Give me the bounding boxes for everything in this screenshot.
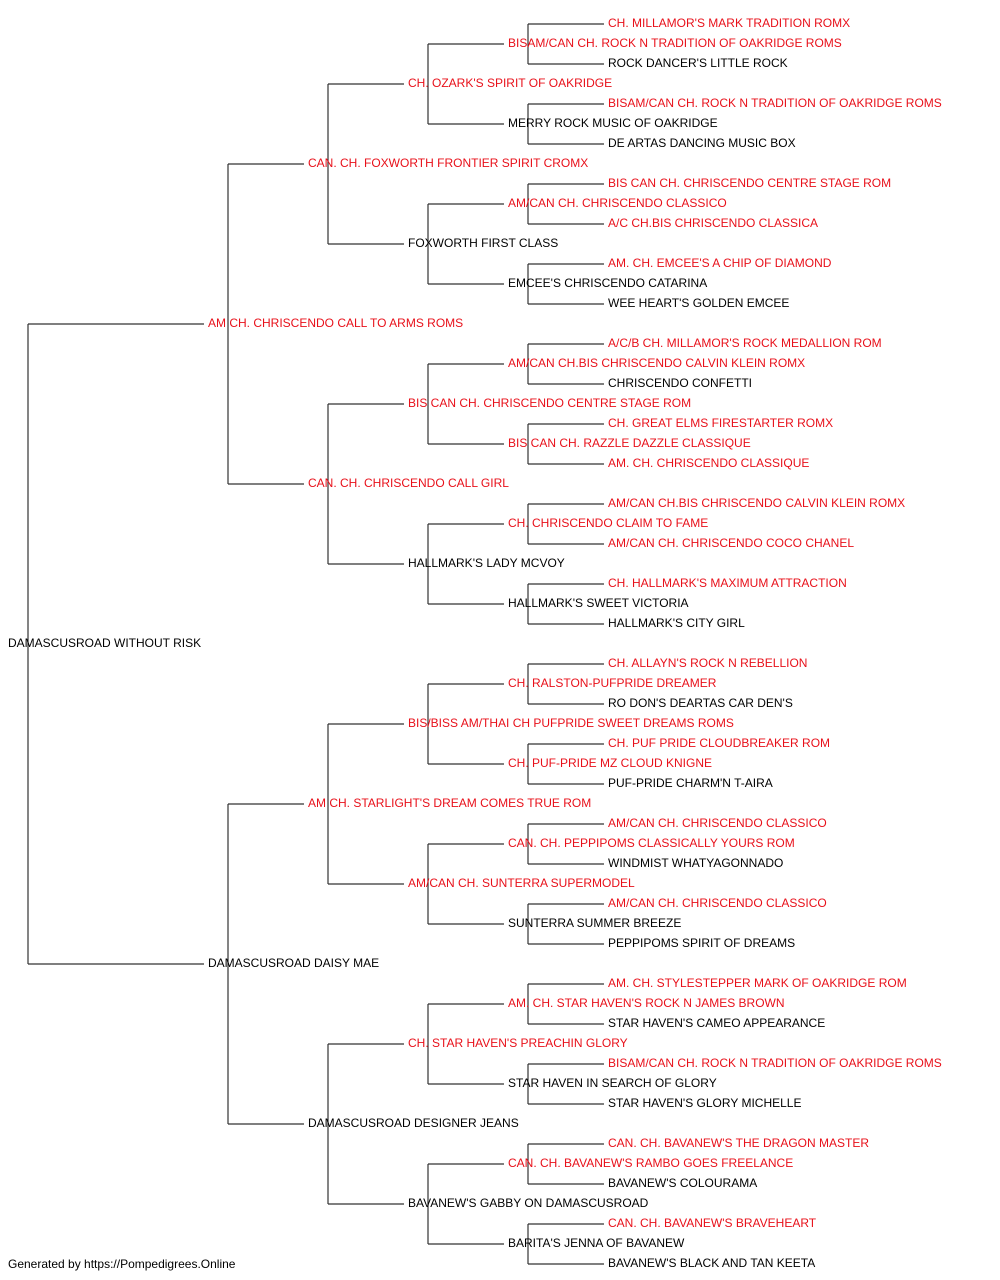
ancestor-name: CH. ALLAYN'S ROCK N REBELLION [608,656,808,670]
ancestor-name: BISAM/CAN CH. ROCK N TRADITION OF OAKRID… [508,36,842,50]
ancestor-name: AM. CH. STYLESTEPPER MARK OF OAKRIDGE RO… [608,976,907,990]
ancestor-name: CH. CHRISCENDO CLAIM TO FAME [508,516,709,530]
ancestor-name: AM/CAN CH. CHRISCENDO CLASSICO [608,816,827,830]
ancestor-name: AM/CAN CH.BIS CHRISCENDO CALVIN KLEIN RO… [608,496,906,510]
ancestor-name: AM. CH. CHRISCENDO CLASSIQUE [608,456,810,470]
ancestor-name: PEPPIPOMS SPIRIT OF DREAMS [608,936,796,950]
ancestor-name: SUNTERRA SUMMER BREEZE [508,916,682,930]
ancestor-name: EMCEE'S CHRISCENDO CATARINA [508,276,708,290]
ancestor-name: CAN. CH. CHRISCENDO CALL GIRL [308,476,509,490]
ancestor-name: DE ARTAS DANCING MUSIC BOX [608,136,796,150]
ancestor-name: AM/CAN CH. CHRISCENDO COCO CHANEL [608,536,855,550]
ancestor-name: STAR HAVEN'S GLORY MICHELLE [608,1096,802,1110]
ancestor-name: BAVANEW'S GABBY ON DAMASCUSROAD [408,1196,649,1210]
ancestor-name: AM/CAN CH. CHRISCENDO CLASSICO [508,196,727,210]
ancestor-name: CH. PUF-PRIDE MZ CLOUD KNIGNE [508,756,713,770]
ancestor-name: DAMASCUSROAD DAISY MAE [208,956,380,970]
ancestor-name: BIS CAN CH. CHRISCENDO CENTRE STAGE ROM [408,396,692,410]
ancestor-name: CH. HALLMARK'S MAXIMUM ATTRACTION [608,576,847,590]
ancestor-name: CH. OZARK'S SPIRIT OF OAKRIDGE [408,76,613,90]
footer-credit: Generated by https://Pompedigrees.Online [8,1257,236,1271]
ancestor-name: AM/CAN CH. CHRISCENDO CLASSICO [608,896,827,910]
ancestor-name: BAVANEW'S BLACK AND TAN KEETA [608,1256,816,1270]
ancestor-name: BISAM/CAN CH. ROCK N TRADITION OF OAKRID… [608,1056,942,1070]
ancestor-name: STAR HAVEN IN SEARCH OF GLORY [508,1076,717,1090]
ancestor-name: CAN. CH. PEPPIPOMS CLASSICALLY YOURS ROM [508,836,795,850]
ancestor-name: CAN. CH. FOXWORTH FRONTIER SPIRIT CROMX [308,156,589,170]
ancestor-name: RO DON'S DEARTAS CAR DEN'S [608,696,793,710]
ancestor-name: PUF-PRIDE CHARM'N T-AIRA [608,776,773,790]
ancestor-name: CH. STAR HAVEN'S PREACHIN GLORY [408,1036,628,1050]
ancestor-name: AM CH. CHRISCENDO CALL TO ARMS ROMS [208,316,464,330]
ancestor-name: AM/CAN CH.BIS CHRISCENDO CALVIN KLEIN RO… [508,356,806,370]
subject-dog-name: DAMASCUSROAD WITHOUT RISK [8,636,202,650]
ancestor-name: WEE HEART'S GOLDEN EMCEE [608,296,790,310]
ancestor-name: STAR HAVEN'S CAMEO APPEARANCE [608,1016,826,1030]
ancestor-name: FOXWORTH FIRST CLASS [408,236,559,250]
ancestor-name: HALLMARK'S LADY MCVOY [408,556,565,570]
ancestor-name: A/C CH.BIS CHRISCENDO CLASSICA [608,216,819,230]
ancestor-name: MERRY ROCK MUSIC OF OAKRIDGE [508,116,718,130]
ancestor-name: BIS CAN CH. RAZZLE DAZZLE CLASSIQUE [508,436,751,450]
ancestor-name: BARITA'S JENNA OF BAVANEW [508,1236,685,1250]
ancestor-name: AM/CAN CH. SUNTERRA SUPERMODEL [408,876,635,890]
ancestor-name: WINDMIST WHATYAGONNADO [608,856,784,870]
ancestor-name: CH. MILLAMOR'S MARK TRADITION ROMX [608,16,851,30]
ancestor-name: A/C/B CH. MILLAMOR'S ROCK MEDALLION ROM [608,336,882,350]
ancestor-name: CAN. CH. BAVANEW'S THE DRAGON MASTER [608,1136,869,1150]
ancestor-name: CH. RALSTON-PUFPRIDE DREAMER [508,676,717,690]
ancestor-name: ROCK DANCER'S LITTLE ROCK [608,56,788,70]
ancestor-name: HALLMARK'S CITY GIRL [608,616,745,630]
ancestor-name: AM. CH. STAR HAVEN'S ROCK N JAMES BROWN [508,996,785,1010]
ancestor-name: DAMASCUSROAD DESIGNER JEANS [308,1116,519,1130]
ancestor-name: BIS CAN CH. CHRISCENDO CENTRE STAGE ROM [608,176,892,190]
ancestor-name: CAN. CH. BAVANEW'S BRAVEHEART [608,1216,817,1230]
ancestor-name: CH. GREAT ELMS FIRESTARTER ROMX [608,416,834,430]
ancestor-name: CHRISCENDO CONFETTI [608,376,752,390]
ancestor-name: BAVANEW'S COLOURAMA [608,1176,758,1190]
ancestor-name: AM. CH. EMCEE'S A CHIP OF DIAMOND [608,256,832,270]
ancestor-name: HALLMARK'S SWEET VICTORIA [508,596,689,610]
ancestor-name: BISAM/CAN CH. ROCK N TRADITION OF OAKRID… [608,96,942,110]
ancestor-name: CAN. CH. BAVANEW'S RAMBO GOES FREELANCE [508,1156,794,1170]
ancestor-name: BIS/BISS AM/THAI CH PUFPRIDE SWEET DREAM… [408,716,734,730]
ancestor-name: CH. PUF PRIDE CLOUDBREAKER ROM [608,736,831,750]
ancestor-name: AM CH. STARLIGHT'S DREAM COMES TRUE ROM [308,796,592,810]
